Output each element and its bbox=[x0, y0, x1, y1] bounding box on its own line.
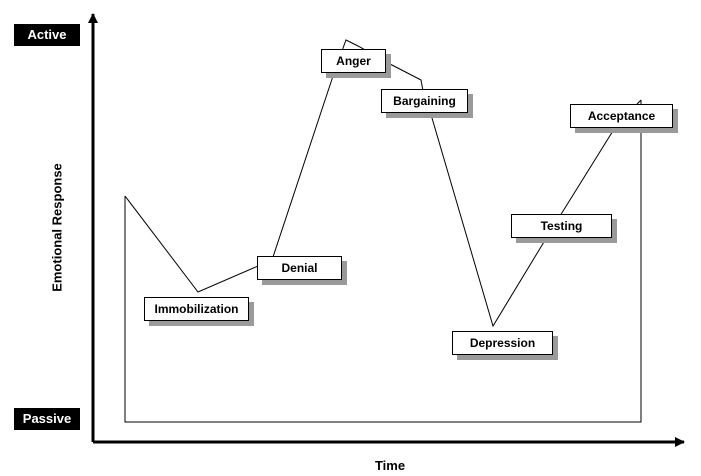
stage-immobilization: Immobilization bbox=[144, 297, 249, 321]
stage-testing: Testing bbox=[511, 214, 612, 238]
stage-acceptance: Acceptance bbox=[570, 104, 673, 128]
stage-depression: Depression bbox=[452, 331, 553, 355]
emotional-curve bbox=[124, 39, 642, 328]
y-axis-label: Emotional Response bbox=[49, 163, 65, 292]
active-tag: Active bbox=[14, 24, 80, 46]
passive-tag: Passive bbox=[14, 408, 80, 430]
stage-denial: Denial bbox=[257, 256, 342, 280]
stage-bargaining: Bargaining bbox=[381, 89, 468, 113]
x-axis-label: Time bbox=[374, 458, 406, 473]
chart-frame bbox=[124, 100, 642, 423]
stage-anger: Anger bbox=[321, 49, 386, 73]
